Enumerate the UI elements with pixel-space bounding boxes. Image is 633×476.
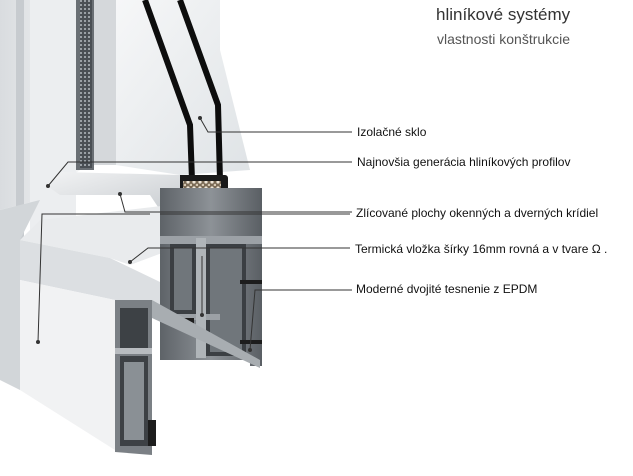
- callout-epdm-seal: Moderné dvojité tesnenie z EPDM: [356, 282, 538, 296]
- leader-lines: [37, 117, 352, 351]
- page-title: hliníkové systémy: [436, 5, 571, 24]
- callout-aluminium-profiles: Najnovšia generácia hliníkových profilov: [357, 155, 571, 169]
- lower-frame-section: [115, 300, 260, 455]
- callout-thermal-insert: Termická vložka šírky 16mm rovná a v tva…: [355, 242, 608, 256]
- leader-dots: [36, 116, 252, 352]
- page-subtitle: vlastnosti konštrukcie: [437, 31, 571, 47]
- callout-flush-surfaces: Zlícované plochy okenných a dverných krí…: [356, 206, 599, 220]
- callout-insulated-glass: Izolačné sklo: [357, 125, 427, 139]
- insulated-glass-pane: [116, 0, 250, 181]
